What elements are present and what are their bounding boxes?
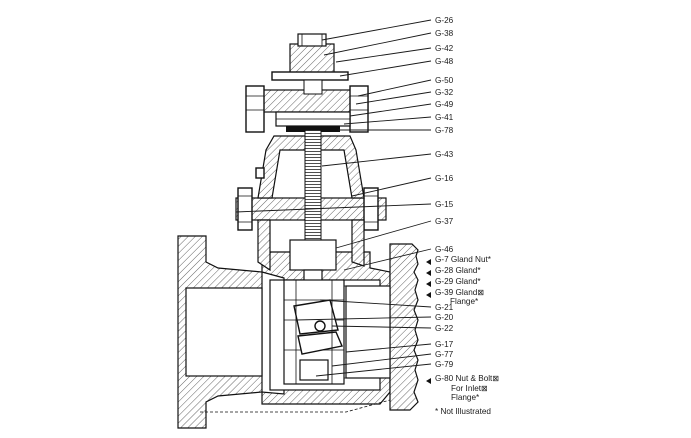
callout-g46: G-46 xyxy=(435,245,454,254)
gland-bolt-right xyxy=(349,85,369,133)
callout-g17: G-17 xyxy=(435,340,454,349)
stem xyxy=(289,79,337,291)
callout-g79: G-79 xyxy=(435,360,454,369)
callout-g39-flange: Flange* xyxy=(450,297,479,306)
inlet-bore-left xyxy=(185,287,263,377)
callout-g39: G-39 Gland⊠ xyxy=(435,288,484,297)
wedge-disc xyxy=(293,299,339,335)
outlet-flange-right xyxy=(389,243,419,411)
callout-g80: G-80 Nut & Bolt⊠ xyxy=(435,374,499,383)
footnote: * Not Illustrated xyxy=(435,407,491,416)
callout-g28: G-28 Gland* xyxy=(435,266,481,275)
callout-g48: G-48 xyxy=(435,57,454,66)
unillustrated-arrows xyxy=(426,259,431,384)
bonnet-bolt-right xyxy=(363,187,379,231)
callout-g32: G-32 xyxy=(435,88,454,97)
callout-g49: G-49 xyxy=(435,100,454,109)
callout-g43: G-43 xyxy=(435,150,454,159)
wedge-assembly xyxy=(283,279,345,385)
bonnet xyxy=(235,135,387,272)
callout-g37: G-37 xyxy=(435,217,454,226)
callout-g38: G-38 xyxy=(435,29,454,38)
callout-labels: G-26 G-38 G-42 G-48 G-50 G-32 G-49 G-41 … xyxy=(435,16,499,416)
callout-g26: G-26 xyxy=(435,16,454,25)
callout-g7: G-7 Gland Nut* xyxy=(435,255,492,264)
callout-g41: G-41 xyxy=(435,113,454,122)
yoke-packing xyxy=(245,33,369,133)
callout-g50: G-50 xyxy=(435,76,454,85)
bonnet-bolt-left xyxy=(237,187,253,231)
callout-g77: G-77 xyxy=(435,350,454,359)
callout-g15: G-15 xyxy=(435,200,454,209)
callout-g29: G-29 Gland* xyxy=(435,277,481,286)
callout-g21: G-21 xyxy=(435,303,454,312)
stem-block xyxy=(289,239,337,271)
callout-g42: G-42 xyxy=(435,44,454,53)
callout-g80-inlet: For Inlet⊠ xyxy=(451,384,488,393)
threaded-stem xyxy=(304,129,322,241)
callout-g78: G-78 xyxy=(435,126,454,135)
callout-g80-flange: Flange* xyxy=(451,393,480,402)
callout-g22: G-22 xyxy=(435,324,454,333)
stem-nut xyxy=(289,43,335,75)
gland-bolt-left xyxy=(245,85,265,133)
callout-g16: G-16 xyxy=(435,174,454,183)
leader-lines xyxy=(235,19,432,377)
callout-g20: G-20 xyxy=(435,313,454,322)
